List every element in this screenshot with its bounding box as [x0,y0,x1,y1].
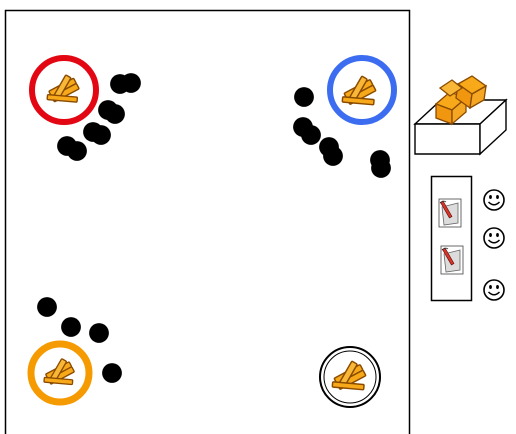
smiley-column [484,190,504,300]
red-smiley-icon [67,141,87,161]
blue-smiley-icon [371,158,391,178]
red-smiley-icon [98,100,118,120]
neutral-corner[interactable] [320,347,380,407]
blue-smiley-icon [301,125,321,145]
red-smiley-icon [91,125,111,145]
lumber-supply[interactable] [415,76,506,154]
blue-smiley-icon [294,87,314,107]
deed-card-icon[interactable] [439,199,461,227]
gold-smiley-icon [61,317,81,337]
blue-smiley-icon [323,146,343,166]
smiley-outline-icon [484,190,504,210]
gold-smiley-icon [89,323,109,343]
smiley-outline-icon [484,280,504,300]
card-tray [432,177,472,301]
gold-smiley-icon [102,363,122,383]
red-smiley-icon [121,73,141,93]
gold-smiley-icon [37,297,57,317]
deed-card-icon[interactable] [441,246,463,274]
smiley-outline-icon [484,228,504,248]
